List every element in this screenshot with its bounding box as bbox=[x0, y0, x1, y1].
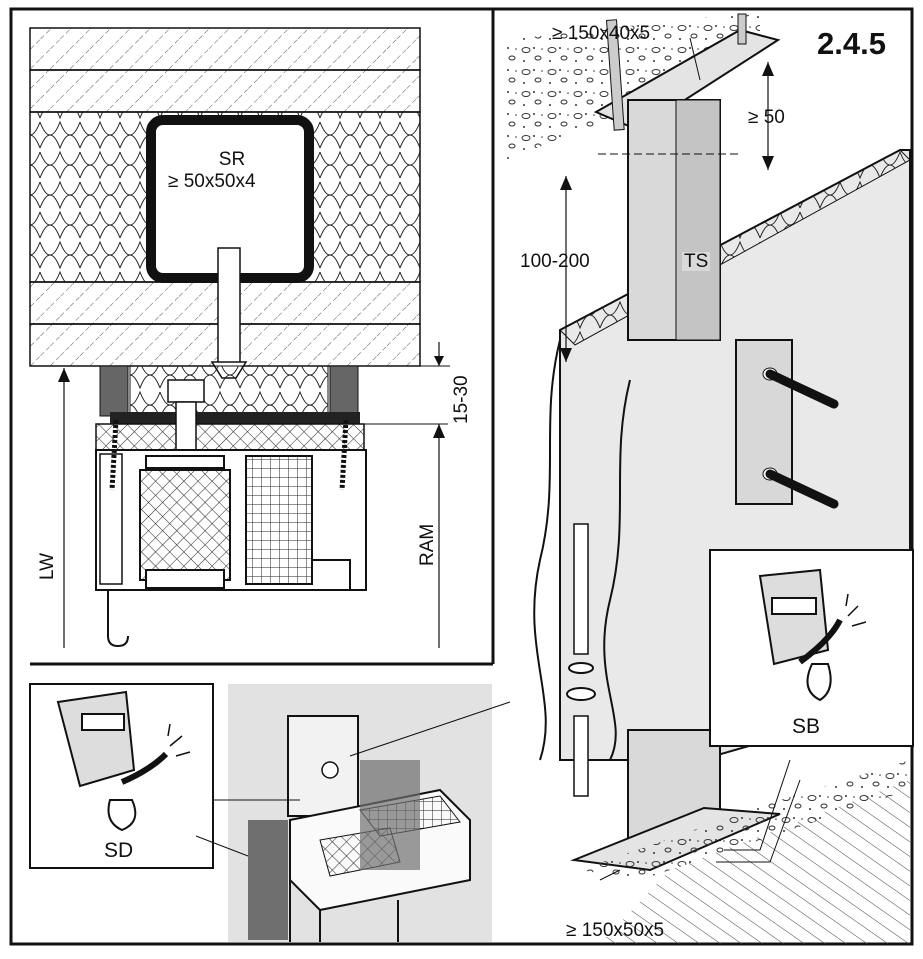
welding-inset-sb bbox=[709, 549, 914, 747]
label-frame: RAM bbox=[417, 523, 438, 566]
label-post: TS bbox=[682, 251, 711, 272]
label-clear-width: LW bbox=[37, 552, 58, 580]
label-insert-length: 100-200 bbox=[520, 251, 590, 272]
label-gap-range: 15-30 bbox=[451, 375, 472, 424]
frame-corner-detail bbox=[195, 684, 511, 942]
figure-number: 2.4.5 bbox=[817, 26, 886, 61]
label-top-plate: ≥ 150x40x5 bbox=[552, 23, 651, 44]
label-welding-sb: SB bbox=[792, 715, 821, 738]
label-welding-sd: SD bbox=[104, 839, 134, 862]
post-3d-view bbox=[505, 13, 911, 944]
label-sr: SR bbox=[218, 149, 246, 170]
section-detail bbox=[29, 10, 495, 666]
label-gap-top: ≥ 50 bbox=[748, 107, 785, 128]
outer-border bbox=[9, 7, 914, 946]
welding-inset-sd bbox=[29, 683, 214, 869]
label-sr-size: ≥ 50x50x4 bbox=[168, 171, 256, 192]
label-bottom-plate: ≥ 150x50x5 bbox=[566, 920, 665, 941]
